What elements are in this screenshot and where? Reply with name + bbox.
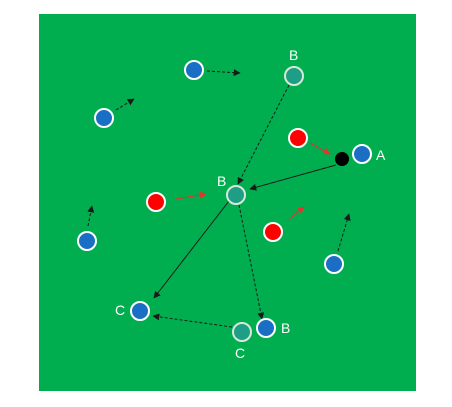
- ball: [335, 152, 349, 166]
- red-arrow-defender-3: [288, 206, 305, 220]
- label-a: A: [376, 147, 386, 163]
- player-teal-b-center: [226, 185, 246, 205]
- label-b-bottom: B: [281, 320, 290, 336]
- player-red-left: [146, 192, 166, 212]
- label-c-bottom: C: [235, 345, 245, 361]
- red-arrow-defender-1: [309, 142, 331, 155]
- run-line-b-center-to-b-bottom: [238, 204, 265, 320]
- run-line-c-bottom-to-c-left: [152, 313, 233, 328]
- player-blue-top-left: [94, 108, 114, 128]
- player-blue-left: [77, 231, 97, 251]
- red-arrow-defender-2: [175, 191, 207, 200]
- player-blue-c-left: [130, 301, 150, 321]
- label-c-left: C: [115, 302, 125, 318]
- label-b-top: B: [289, 47, 298, 63]
- move-arrow-left: [87, 205, 95, 227]
- player-blue-right: [324, 254, 344, 274]
- player-teal-c-bottom: [232, 322, 252, 342]
- move-arrow-top: [206, 69, 241, 77]
- label-b-center: B: [217, 173, 226, 189]
- player-red-top: [288, 128, 308, 148]
- player-teal-b-top: [284, 66, 304, 86]
- run-line-b-top-to-b-center: [237, 84, 290, 185]
- pass-line-a-to-b-center: [249, 164, 337, 191]
- move-arrow-right: [337, 213, 351, 252]
- player-blue-a: [352, 144, 372, 164]
- player-red-center: [263, 222, 283, 242]
- move-arrow-top-left: [115, 98, 135, 111]
- pass-line-b-center-to-c-left: [153, 200, 230, 299]
- player-blue-top: [184, 60, 204, 80]
- player-blue-b-bottom: [256, 318, 276, 338]
